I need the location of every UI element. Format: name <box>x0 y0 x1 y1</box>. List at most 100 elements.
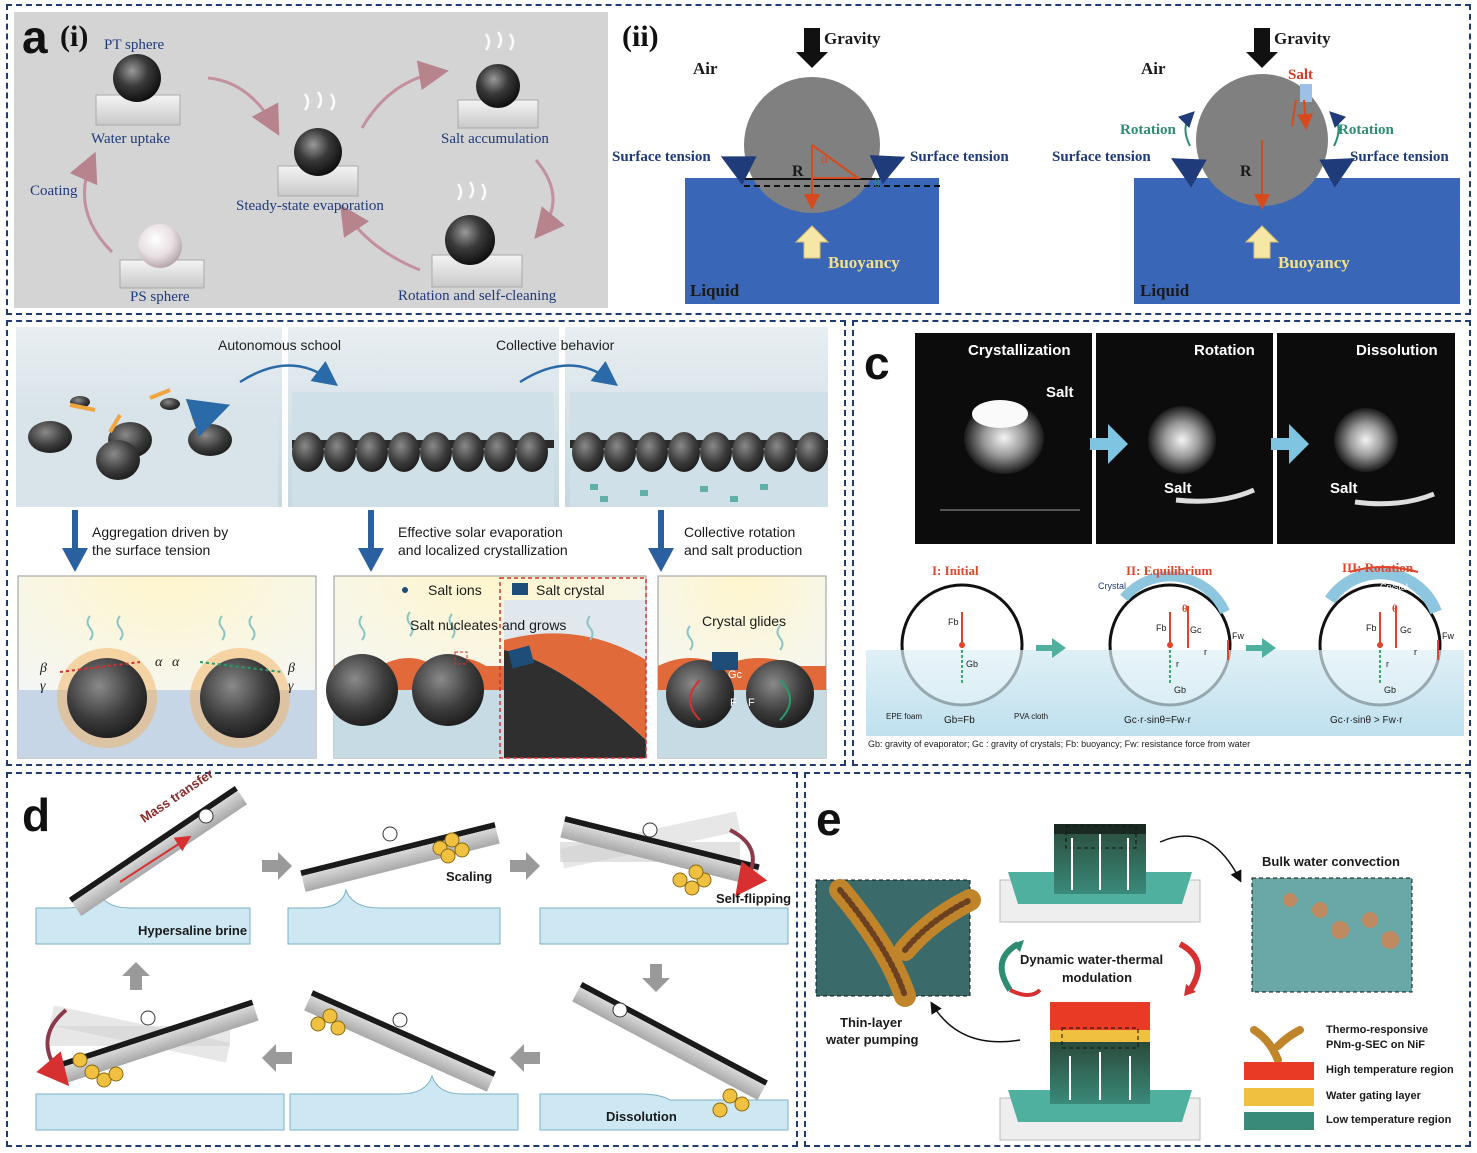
panel-b-drawing <box>16 327 828 759</box>
label-water-uptake: Water uptake <box>91 131 171 147</box>
label-r-left: R <box>792 163 804 180</box>
label-surface-tension-left-2: Surface tension <box>910 149 1009 165</box>
cycle-arrow-1 <box>207 76 280 136</box>
label-dynamic-2: modulation <box>1062 970 1133 985</box>
label-theta-c3: θ <box>1392 603 1398 615</box>
legend-high-temp: High temperature region <box>1326 1064 1454 1076</box>
label-collective-rotation-1: Collective rotation <box>684 524 796 540</box>
label-dissolution: Dissolution <box>1356 342 1438 359</box>
block-top-right <box>457 31 539 129</box>
label-crystal-glides: Crystal glides <box>702 613 787 629</box>
label-bulk-water-convection: Bulk water convection <box>1262 854 1400 869</box>
label-epe-foam: EPE foam <box>886 712 923 721</box>
label-hypersaline-brine: Hypersaline brine <box>138 923 248 938</box>
label-buoyancy-right: Buoyancy <box>1278 253 1350 272</box>
label-crystallization: Crystallization <box>968 342 1071 359</box>
label-thin-layer-1: Thin-layer <box>840 1015 903 1030</box>
block-center <box>277 91 359 197</box>
label-gb-c1: Gb <box>966 659 979 669</box>
label-salt-accumulation: Salt accumulation <box>441 131 549 147</box>
panel-c <box>852 320 1471 766</box>
label-surface-tension-right-2: Surface tension <box>1350 149 1449 165</box>
label-eq-rotation: Gc·r·sinθ > Fw·r <box>1330 715 1403 726</box>
legend-thermo-1: Thermo-responsive <box>1326 1024 1429 1036</box>
label-air-left: Air <box>693 59 718 78</box>
panel-d-label: d <box>22 789 51 841</box>
panel-a-ii-label: (ii) <box>622 20 659 53</box>
label-steady-state: Steady-state evaporation <box>236 198 384 214</box>
label-collective-behavior: Collective behavior <box>496 337 615 353</box>
label-beta-left: β <box>40 661 47 676</box>
label-air-right: Air <box>1141 59 1166 78</box>
label-gc-c2: Gc <box>1190 625 1202 635</box>
label-gc-c3: Gc <box>1400 625 1412 635</box>
panel-a <box>6 4 1471 315</box>
label-gamma-right: γ <box>288 679 294 694</box>
label-r-c2-b: r <box>1204 647 1207 657</box>
label-dynamic-1: Dynamic water-thermal <box>1020 952 1164 967</box>
panel-c-label: c <box>864 337 890 389</box>
label-r-right: R <box>1240 163 1252 180</box>
label-salt-photo3: Salt <box>1330 480 1358 497</box>
label-r-c2-a: r <box>1176 659 1179 669</box>
label-gb-c2: Gb <box>1174 685 1187 695</box>
cycle-arrow-2 <box>360 60 449 129</box>
label-alpha-left: α <box>821 151 828 166</box>
cycle-arrow-5 <box>69 151 114 254</box>
label-alpha-1: α <box>155 655 163 670</box>
label-salt-photo2: Salt <box>1164 480 1192 497</box>
label-stage-equilibrium: II: Equilibrium <box>1126 563 1213 578</box>
label-salt-nucleates: Salt nucleates and grows <box>410 617 567 633</box>
cycle-arrow-3 <box>534 159 565 239</box>
label-fb-c3: Fb <box>1366 623 1377 633</box>
label-f2-b: F <box>748 697 755 709</box>
label-eq-initial: Gb=Fb <box>944 715 975 726</box>
label-self-flipping: Self-flipping <box>716 891 792 906</box>
label-alpha-2: α <box>172 655 180 670</box>
label-ps-sphere: PS sphere <box>130 289 190 305</box>
label-thin-layer-2: water pumping <box>826 1032 919 1047</box>
label-rotation-right-2: Rotation <box>1338 122 1394 138</box>
label-coating: Coating <box>30 183 78 199</box>
label-crystal-c3: Crystal <box>1380 582 1409 592</box>
label-effective-1: Effective solar evaporation <box>398 524 563 540</box>
label-surface-tension-right-1: Surface tension <box>1052 149 1151 165</box>
legend-water-gating: Water gating layer <box>1326 1090 1421 1102</box>
label-collective-rotation-2: and salt production <box>684 542 803 558</box>
legend-low-temp: Low temperature region <box>1326 1114 1452 1126</box>
label-crystal-c2: Crystal <box>1098 581 1127 591</box>
label-buoyancy-left: Buoyancy <box>828 253 900 272</box>
label-pt-sphere: PT sphere <box>104 37 165 53</box>
label-r-c3-b: r <box>1414 647 1417 657</box>
panel-c-photos <box>866 333 1464 736</box>
label-theta-c2: θ <box>1182 603 1188 615</box>
label-effective-2: and localized crystallization <box>398 542 568 558</box>
panel-a-i-drawing <box>69 31 565 289</box>
label-fw-c2: Fw <box>1232 631 1244 641</box>
panel-e <box>804 772 1471 1147</box>
label-autonomous-school: Autonomous school <box>218 337 341 353</box>
panel-a-i-label: (i) <box>60 20 89 53</box>
label-scaling: Scaling <box>446 869 493 884</box>
label-stage-initial: I: Initial <box>932 563 979 578</box>
label-theta-left: θ <box>874 175 881 190</box>
label-gravity-left: Gravity <box>824 29 881 48</box>
legend-salt-crystal: Salt crystal <box>536 582 605 598</box>
label-gc-b: Gc <box>728 669 743 681</box>
panel-b <box>6 320 846 766</box>
block-bottom-right <box>431 181 523 288</box>
label-f-b: F <box>730 697 737 709</box>
label-c-legend: Gb: gravity of evaporator; Gc : gravity … <box>868 739 1251 749</box>
label-liquid-right: Liquid <box>1140 281 1190 300</box>
legend-salt-ions: Salt ions <box>428 582 482 598</box>
cycle-arrow-4 <box>340 204 421 272</box>
label-eq-equilibrium: Gc·r·sinθ=Fw·r <box>1124 715 1191 726</box>
label-fw-c3: Fw <box>1442 631 1454 641</box>
label-surface-tension-left-1: Surface tension <box>612 149 711 165</box>
label-dissolution-d: Dissolution <box>606 1109 677 1124</box>
label-gravity-right: Gravity <box>1274 29 1331 48</box>
label-fb-c2: Fb <box>1156 623 1167 633</box>
label-rotation-right-1: Rotation <box>1120 122 1176 138</box>
label-aggregation-2: the surface tension <box>92 542 211 558</box>
